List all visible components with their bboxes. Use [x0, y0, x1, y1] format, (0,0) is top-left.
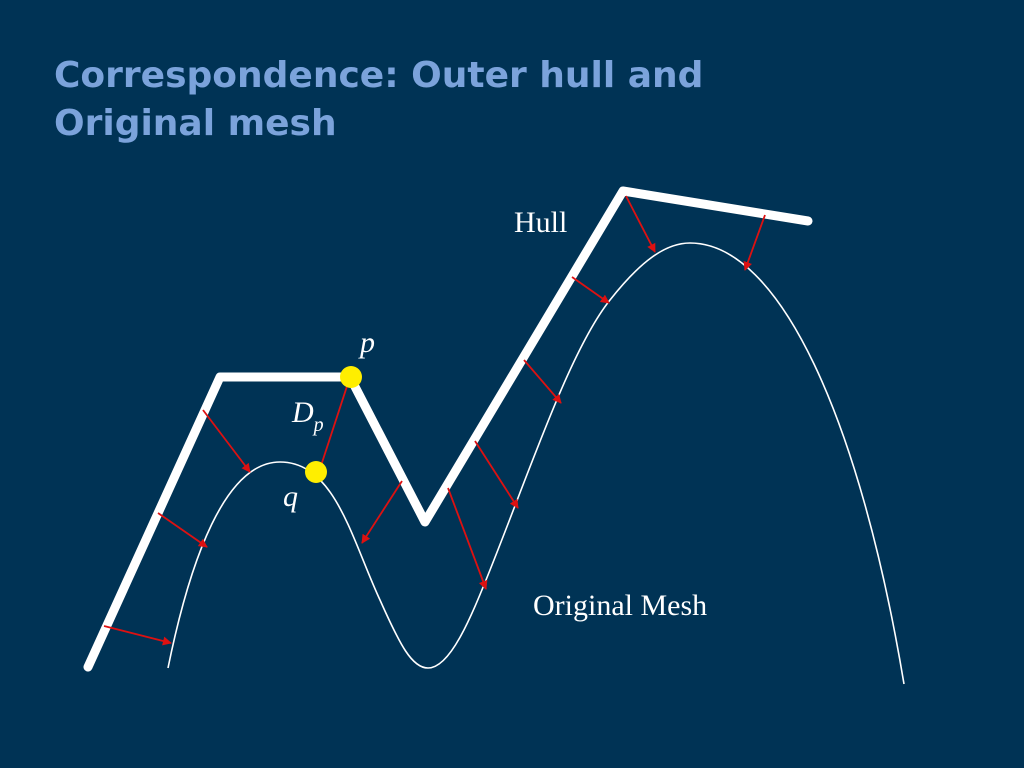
dp-label-main: D — [291, 396, 314, 429]
dp-label: Dp — [291, 396, 324, 436]
point-q-marker — [305, 461, 327, 483]
correspondence-arrow — [743, 214, 766, 271]
correspondence-arrow — [571, 276, 610, 304]
correspondence-arrows — [103, 195, 766, 646]
correspondence-arrow — [474, 440, 519, 509]
point-q-label: q — [283, 480, 298, 513]
slide-title: Correspondence: Outer hull and Original … — [54, 55, 704, 144]
correspondence-arrow — [523, 359, 562, 404]
correspondence-arrow — [447, 487, 488, 590]
original-mesh-curve — [167, 242, 905, 685]
point-p-label: p — [358, 326, 375, 359]
dp-label-subscript: p — [312, 414, 324, 436]
correspondence-arrow — [361, 480, 403, 544]
correspondence-arrow — [202, 409, 251, 473]
correspondence-arrow — [103, 625, 172, 646]
original-mesh-label: Original Mesh — [533, 589, 707, 622]
outer-hull-line — [83, 186, 813, 672]
correspondence-arrow — [625, 195, 656, 253]
correspondence-arrow — [157, 512, 208, 548]
hull-label: Hull — [514, 206, 567, 239]
point-p-marker — [340, 366, 362, 388]
